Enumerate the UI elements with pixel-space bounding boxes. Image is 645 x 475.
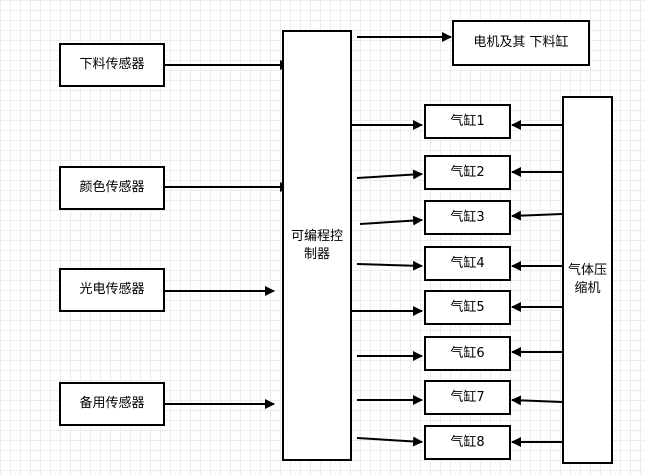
cylinder-box-6: 气缸6 bbox=[424, 336, 511, 371]
arrow-compressor-to-cylinder-7 bbox=[511, 395, 563, 406]
cylinder-box-7: 气缸7 bbox=[424, 380, 511, 415]
cylinder-box-5: 气缸5 bbox=[424, 290, 511, 325]
sensor-box-backup: 备用传感器 bbox=[59, 382, 165, 426]
cylinder-box-1: 气缸1 bbox=[424, 104, 511, 139]
arrow-controller-to-cylinder-8 bbox=[356, 436, 423, 447]
motor-box: 电机及其 下料缸 bbox=[452, 20, 590, 66]
arrow-controller-to-cylinder-3 bbox=[359, 215, 423, 226]
arrow-controller-to-cylinder-4 bbox=[356, 260, 423, 271]
compressor-box: 气体压缩机 bbox=[562, 96, 613, 464]
arrow-controller-to-cylinder-2 bbox=[356, 169, 423, 180]
sensor-box-color: 颜色传感器 bbox=[59, 166, 165, 210]
controller-box: 可编程控制器 bbox=[282, 30, 352, 461]
controller-label: 可编程控制器 bbox=[291, 228, 344, 262]
arrow-compressor-to-cylinder-3 bbox=[511, 210, 563, 221]
compressor-label: 气体压缩机 bbox=[567, 263, 607, 296]
sensor-box-feed: 下料传感器 bbox=[59, 43, 165, 87]
cylinder-box-2: 气缸2 bbox=[424, 155, 511, 190]
cylinder-box-3: 气缸3 bbox=[424, 200, 511, 235]
cylinder-box-8: 气缸8 bbox=[424, 425, 511, 460]
sensor-box-photoelectric: 光电传感器 bbox=[59, 268, 165, 312]
cylinder-box-4: 气缸4 bbox=[424, 246, 511, 281]
